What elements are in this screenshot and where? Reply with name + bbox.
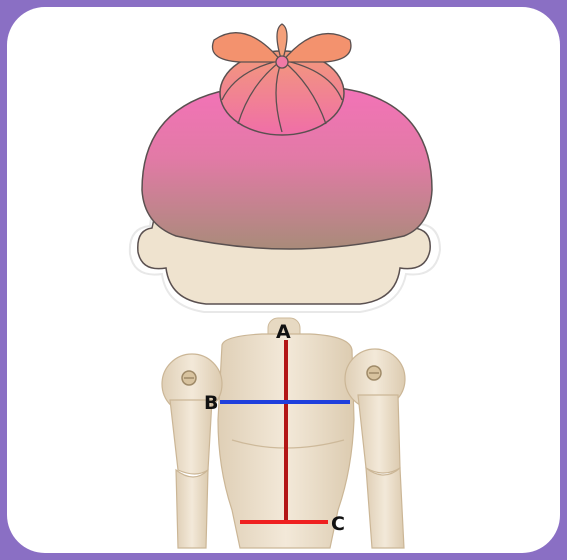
hair-bun-icon <box>212 24 350 135</box>
label-b: B <box>204 392 218 414</box>
label-c: C <box>331 513 345 535</box>
label-a: A <box>276 321 291 343</box>
doll-mannequin-icon <box>162 318 405 548</box>
